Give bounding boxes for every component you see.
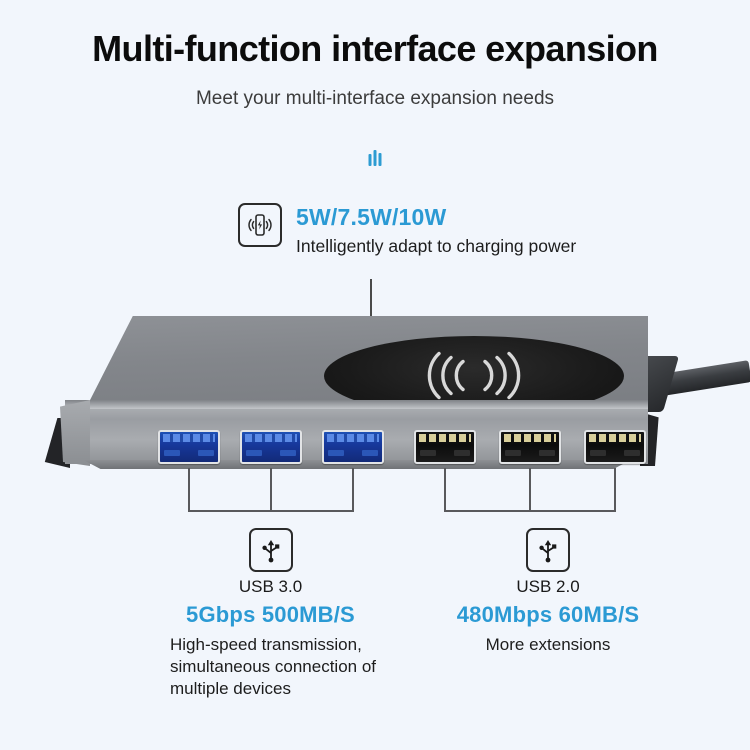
usb3-port-2 bbox=[240, 430, 302, 464]
usb3-port-3 bbox=[322, 430, 384, 464]
usb2-port-1 bbox=[414, 430, 476, 464]
usb2-callout: USB 2.0 480Mbps 60MB/S More extensions bbox=[428, 528, 668, 656]
usb-icon bbox=[526, 528, 570, 572]
usb2-spec: 480Mbps 60MB/S bbox=[456, 602, 640, 627]
device-left-face bbox=[60, 400, 90, 466]
wireless-waves-icon bbox=[399, 349, 549, 404]
wireless-power-spec: 5W/7.5W/10W bbox=[296, 204, 447, 230]
page-subtitle: Meet your multi-interface expansion need… bbox=[195, 88, 555, 109]
usb3-callout: USB 3.0 5Gbps 500MB/S High-speed transmi… bbox=[148, 528, 393, 700]
wireless-charging-phone-icon bbox=[238, 203, 282, 247]
decorative-bars-icon bbox=[368, 150, 382, 166]
usb-icon bbox=[248, 528, 293, 572]
usb3-spec: 5Gbps 500MB/S bbox=[186, 602, 355, 627]
usb3-port-1 bbox=[158, 430, 220, 464]
usb3-label: USB 3.0 bbox=[238, 577, 303, 596]
usb3-description: High-speed transmission, simultaneous co… bbox=[170, 635, 377, 699]
usb2-port-3 bbox=[584, 430, 646, 464]
usb2-description: More extensions bbox=[485, 635, 611, 654]
usb-hub-device bbox=[0, 300, 750, 500]
wireless-charging-callout: 5W/7.5W/10W Intelligently adapt to charg… bbox=[238, 203, 576, 257]
device-top-face bbox=[88, 316, 648, 404]
usb3-leader-bracket bbox=[188, 468, 354, 512]
usb2-leader-bracket bbox=[444, 468, 616, 512]
usb2-label: USB 2.0 bbox=[516, 577, 580, 596]
device-bottom-edge bbox=[83, 460, 631, 469]
usb2-port-2 bbox=[499, 430, 561, 464]
wireless-description: Intelligently adapt to charging power bbox=[296, 236, 577, 257]
device-bevel bbox=[65, 400, 648, 409]
wireless-charging-pad bbox=[324, 336, 624, 404]
page-title: Multi-function interface expansion bbox=[92, 28, 658, 69]
